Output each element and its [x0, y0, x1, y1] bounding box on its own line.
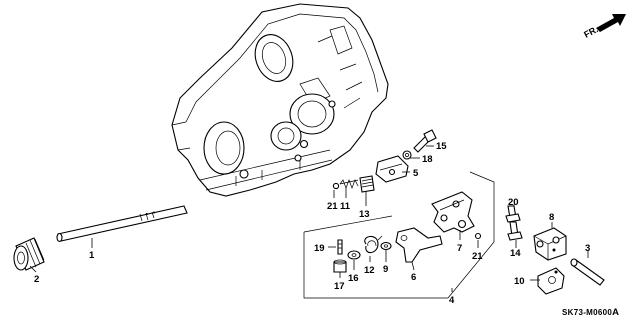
- leader-lines: [29, 145, 589, 292]
- callout-15: 15: [436, 141, 447, 152]
- front-direction-arrow: [596, 14, 626, 32]
- diagram-code-suffix: A: [612, 307, 619, 318]
- callout-13: 13: [359, 209, 370, 220]
- joint-10: [537, 267, 565, 295]
- callout-8: 8: [549, 212, 554, 223]
- diagram-code: SK73-M0600A: [562, 307, 619, 318]
- callout-9: 9: [383, 264, 388, 275]
- callout-16: 16: [348, 273, 359, 284]
- shift-rod: [56, 205, 188, 243]
- callout-21-assembly: 21: [472, 251, 483, 262]
- callout-4: 4: [449, 295, 455, 306]
- callout-11: 11: [340, 201, 351, 212]
- callout-20: 20: [508, 197, 519, 208]
- callout-labels: 1 2 3 4 5 6 7 8 9 10 11 12 13 14 15 16 1…: [34, 141, 590, 306]
- callout-2: 2: [34, 274, 39, 285]
- oil-seal: [13, 237, 45, 271]
- callout-1: 1: [89, 250, 95, 261]
- callout-21-housing: 21: [327, 201, 338, 212]
- bolt-20: [505, 205, 521, 223]
- bolt-14: [507, 221, 523, 241]
- callout-10: 10: [514, 276, 525, 287]
- callout-3: 3: [585, 243, 590, 254]
- small-ball-21: [332, 182, 340, 190]
- callout-19: 19: [314, 243, 325, 254]
- bracket-5: [375, 155, 409, 183]
- washer-18: [402, 150, 412, 160]
- diagram-code-main: SK73-M0600: [562, 308, 612, 317]
- callout-17: 17: [334, 281, 345, 292]
- callout-6: 6: [411, 272, 416, 283]
- shift-arm-assembly: [333, 191, 482, 273]
- callout-12: 12: [364, 265, 375, 276]
- spring-11: [339, 179, 359, 189]
- callout-5: 5: [413, 168, 419, 179]
- callout-7: 7: [457, 243, 462, 254]
- interlock-8: [533, 227, 567, 261]
- front-arrow-label: FR.: [582, 24, 599, 40]
- callout-14: 14: [510, 248, 521, 259]
- bolt-15: [413, 129, 437, 153]
- bolt-13: [359, 175, 375, 193]
- transmission-housing: [171, 3, 389, 197]
- shift-pin: [570, 258, 605, 286]
- callout-18: 18: [422, 154, 433, 165]
